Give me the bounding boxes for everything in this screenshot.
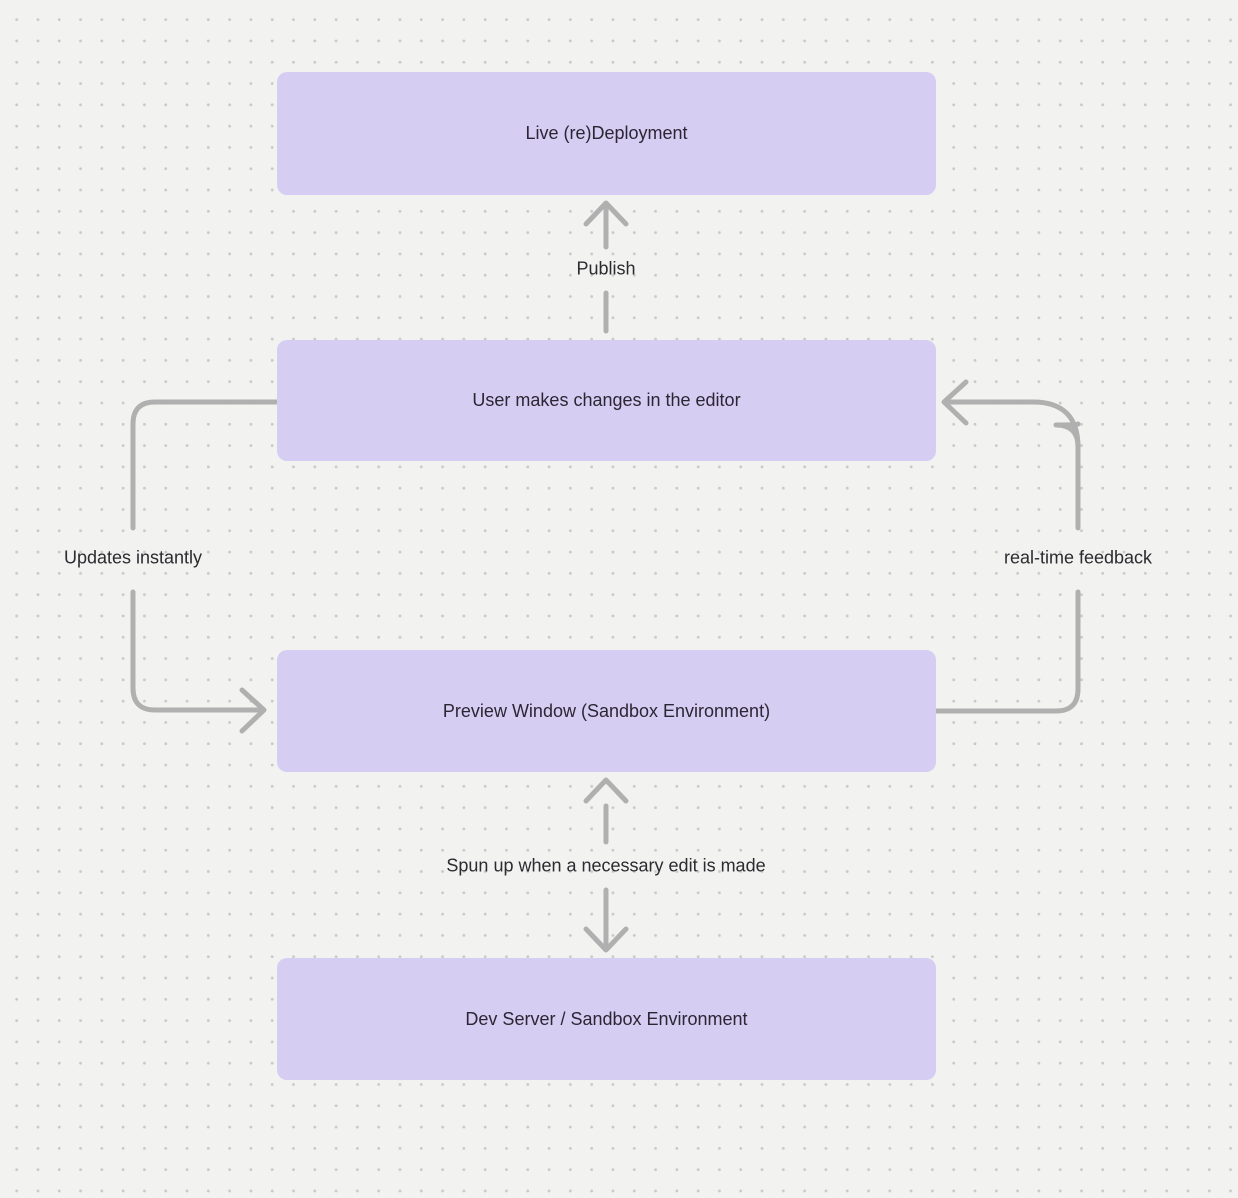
flow-node-editor: User makes changes in the editor <box>277 340 936 461</box>
edge-updates-lower <box>130 589 263 713</box>
flow-node-preview-window: Preview Window (Sandbox Environment) <box>277 650 936 772</box>
flow-node-live-deployment: Live (re)Deployment <box>277 72 936 195</box>
edge-label-updates-instantly: Updates instantly <box>63 547 203 568</box>
flow-node-label: User makes changes in the editor <box>472 390 741 410</box>
edge-feedback-upper <box>1053 421 1081 531</box>
flow-node-label: Preview Window (Sandbox Environment) <box>442 700 771 721</box>
flow-node-label: Live (re)Deployment <box>525 123 688 143</box>
edge-updates-arrowhead-icon <box>239 687 267 734</box>
edge-publish-arrowhead-icon <box>583 200 629 227</box>
edge-label-publish: Publish <box>576 258 636 279</box>
edge-label-spun-up: Spun up when a necessary edit is made <box>446 855 766 876</box>
flow-node-dev-server: Dev Server / Sandbox Environment <box>277 958 936 1080</box>
edge-feedback-arrowhead-icon <box>941 379 969 426</box>
edge-feedback-elbow <box>947 399 1081 450</box>
edge-label-realtime-feedback: real-time feedback <box>1003 547 1153 568</box>
edge-spun-down-arrowhead-icon <box>583 926 629 953</box>
edge-updates-upper <box>130 399 280 531</box>
edge-feedback-lower <box>933 589 1081 714</box>
flow-node-label: Dev Server / Sandbox Environment <box>465 1008 748 1029</box>
edge-spun-up-arrowhead-icon <box>583 777 629 804</box>
